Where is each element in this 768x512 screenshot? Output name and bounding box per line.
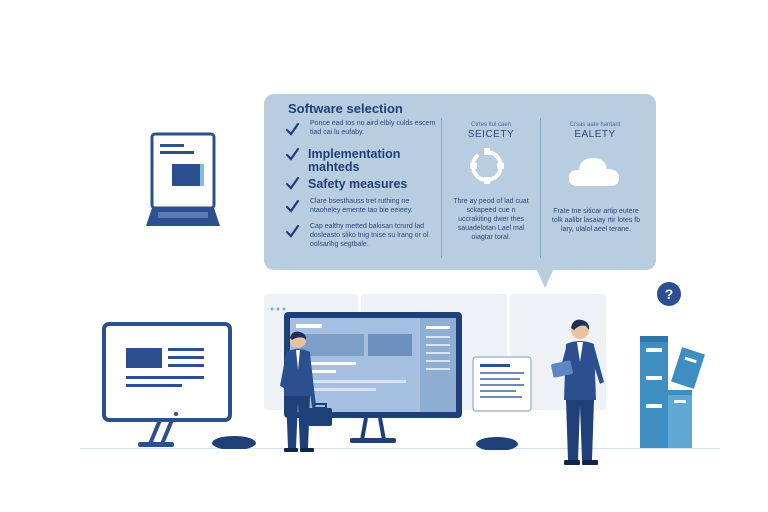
checkmark-icon (285, 176, 300, 190)
column-divider (540, 118, 541, 258)
help-badge[interactable]: ? (657, 282, 681, 306)
checkmark-icon (285, 199, 300, 213)
checkmark-icon (285, 122, 300, 136)
checklist-item-4: Clare bsesthauss tret ruthing ne ntaohel… (310, 198, 413, 214)
checkmark-icon (285, 147, 300, 161)
floor-line (80, 448, 720, 449)
col2-text: Frate tne siticar artip eutere tolk aali… (551, 208, 641, 233)
checklist-item-5: Cap ealthy metted bakisan tcrurd lad dos… (310, 223, 429, 248)
checklist-item-2: Implementation mahteds (308, 147, 401, 174)
central-monitor-icon (284, 312, 462, 443)
gear-icon (470, 148, 504, 184)
col2-heading: EALETY (574, 129, 616, 140)
filing-cabinet-icon (640, 336, 705, 448)
laptop-icon (146, 132, 220, 226)
checklist-item-1: Ponce ead tos no aird elbly culds escem … (310, 120, 436, 136)
col1-text: Thre ay peod of lad cuat sckapeed cue n … (453, 198, 529, 241)
bubble-title: Software selection (288, 101, 403, 116)
computer-mouse-icon (212, 436, 256, 449)
column-divider (441, 118, 442, 258)
businessperson-with-briefcase (280, 331, 332, 452)
checkmark-icon (285, 224, 300, 238)
col1-subtitle: Ctrtes ltol caen (470, 122, 512, 128)
desktop-monitor-icon (102, 322, 232, 447)
window-dots (270, 298, 290, 311)
cloud-icon (568, 158, 619, 186)
businessperson-with-tablet (551, 319, 604, 465)
col1-heading: SEICETY (467, 129, 515, 140)
document-card-icon (472, 356, 532, 412)
col2-subtitle: Crsas aate hantant (569, 122, 621, 128)
checklist-item-3: Safety measures (308, 177, 408, 191)
computer-mouse-icon (476, 437, 518, 450)
speech-bubble-tail (536, 268, 554, 288)
